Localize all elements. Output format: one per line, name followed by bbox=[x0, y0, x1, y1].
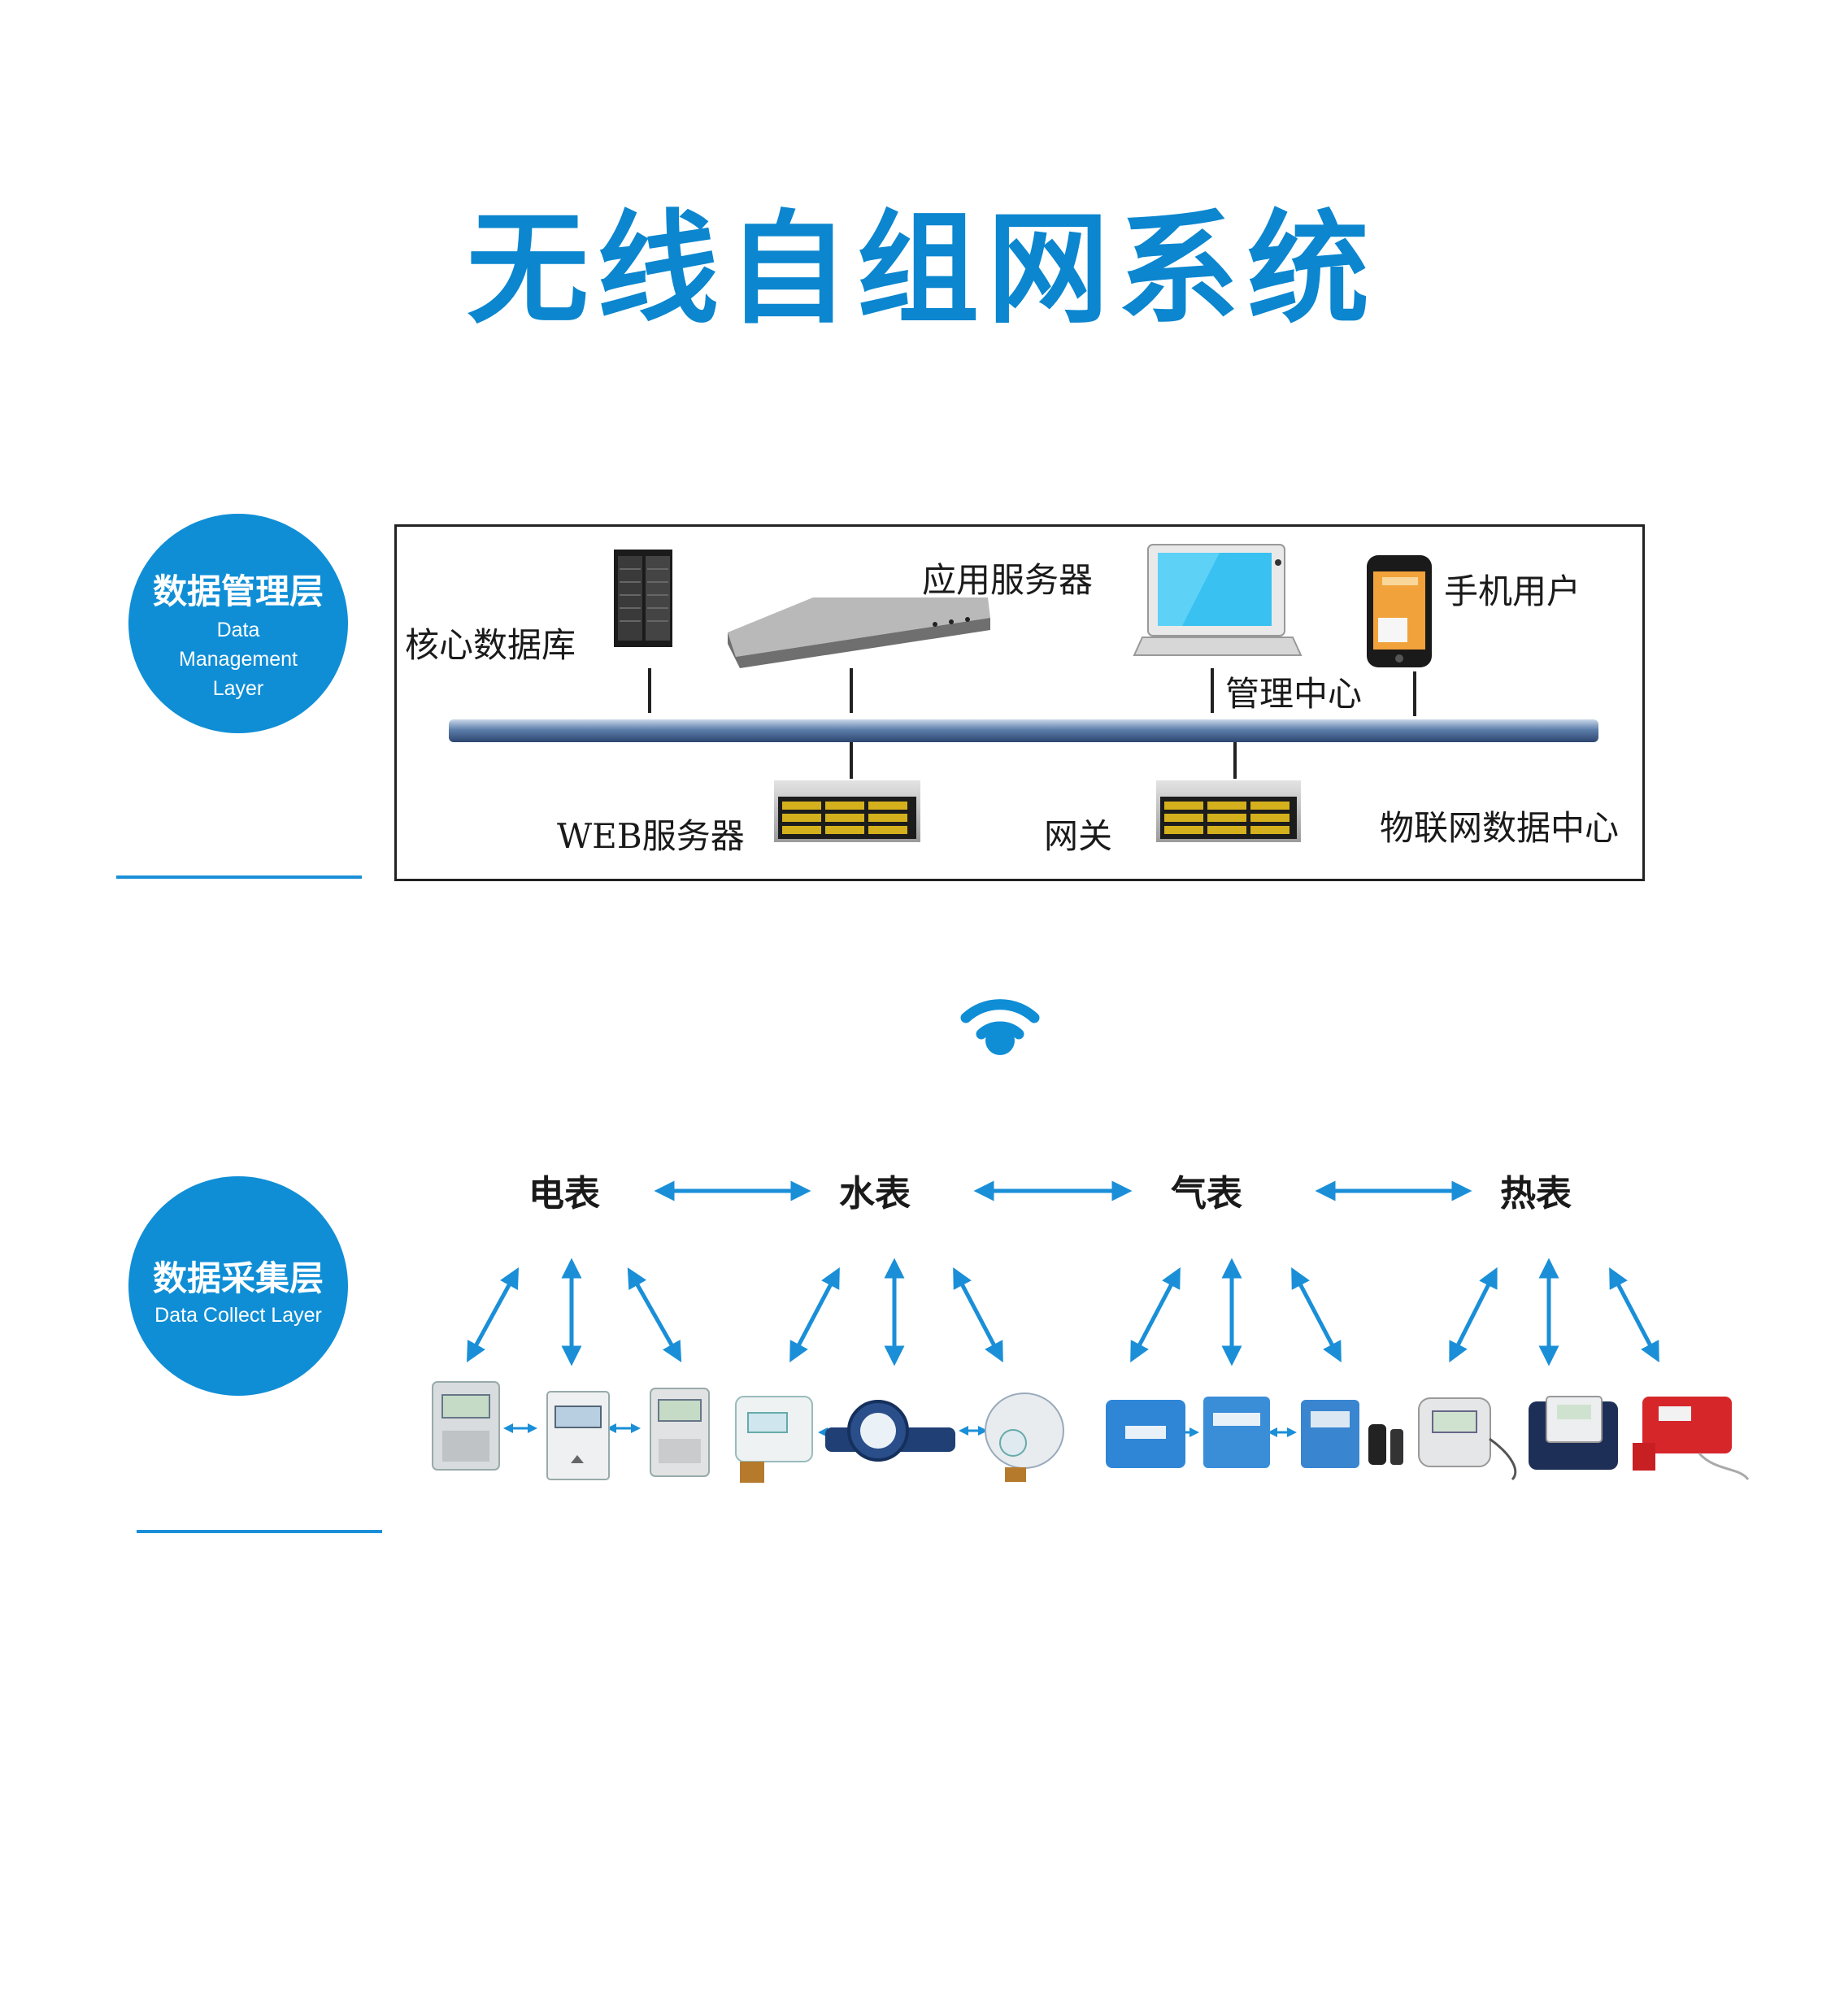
storage-server-icon bbox=[774, 780, 920, 842]
meter-device-icon bbox=[1529, 1396, 1618, 1470]
collect-layer-cn: 数据采集层 bbox=[152, 1258, 324, 1298]
meter-device-icon bbox=[735, 1396, 813, 1483]
water-meter-title: 水表 bbox=[839, 1173, 911, 1214]
iot-data-center-label: 物联网数据中心 bbox=[1380, 808, 1620, 848]
meter-device-icon bbox=[432, 1381, 500, 1471]
gateway-label: 网关 bbox=[1044, 816, 1113, 856]
page-title: 无线自组网系统 bbox=[466, 199, 1377, 341]
meter-device-icon bbox=[1203, 1397, 1270, 1468]
electric-meter-title: 电表 bbox=[528, 1173, 600, 1214]
core-database-label: 核心数据库 bbox=[405, 625, 576, 665]
meter-device-icon bbox=[1633, 1397, 1750, 1480]
meter-device-icon bbox=[546, 1391, 610, 1480]
rack-server-icon bbox=[614, 550, 672, 647]
meter-device-icon bbox=[825, 1400, 955, 1462]
meter-device-icon bbox=[650, 1388, 710, 1477]
laptop-icon bbox=[1133, 544, 1303, 656]
collect-layer-en: Data Collect Layer bbox=[154, 1304, 322, 1327]
management-layer-box bbox=[394, 524, 1645, 881]
meter-device-icon bbox=[1301, 1400, 1403, 1468]
heat-meter-title: 热表 bbox=[1500, 1173, 1572, 1214]
web-server-label: WEB服务器 bbox=[557, 816, 745, 856]
connector-lines bbox=[648, 668, 1416, 779]
meter-device-icon bbox=[985, 1393, 1064, 1482]
wifi-icon bbox=[960, 999, 1040, 1055]
management-layer-badge: 数据管理层 Data Management Layer bbox=[128, 514, 348, 733]
collect-underline bbox=[137, 1530, 382, 1533]
rackmount-unit-icon bbox=[728, 597, 990, 668]
management-underline bbox=[116, 875, 362, 879]
gas-meter-title: 气表 bbox=[1171, 1173, 1242, 1214]
network-bus bbox=[449, 719, 1598, 742]
meter-device-icon bbox=[1106, 1400, 1185, 1468]
management-center-label: 管理中心 bbox=[1225, 674, 1363, 714]
app-server-label: 应用服务器 bbox=[922, 560, 1094, 600]
meter-device-icon bbox=[1418, 1397, 1517, 1481]
smartphone-icon bbox=[1367, 555, 1432, 667]
storage-server-icon bbox=[1156, 780, 1301, 842]
management-layer-en: Data Management Layer bbox=[179, 619, 298, 700]
collect-layer-badge: 数据采集层 Data Collect Layer bbox=[128, 1176, 348, 1396]
management-layer-cn: 数据管理层 bbox=[152, 571, 324, 611]
device-fanout-arrows bbox=[466, 1258, 1659, 1366]
mobile-user-label: 手机用户 bbox=[1444, 571, 1581, 611]
